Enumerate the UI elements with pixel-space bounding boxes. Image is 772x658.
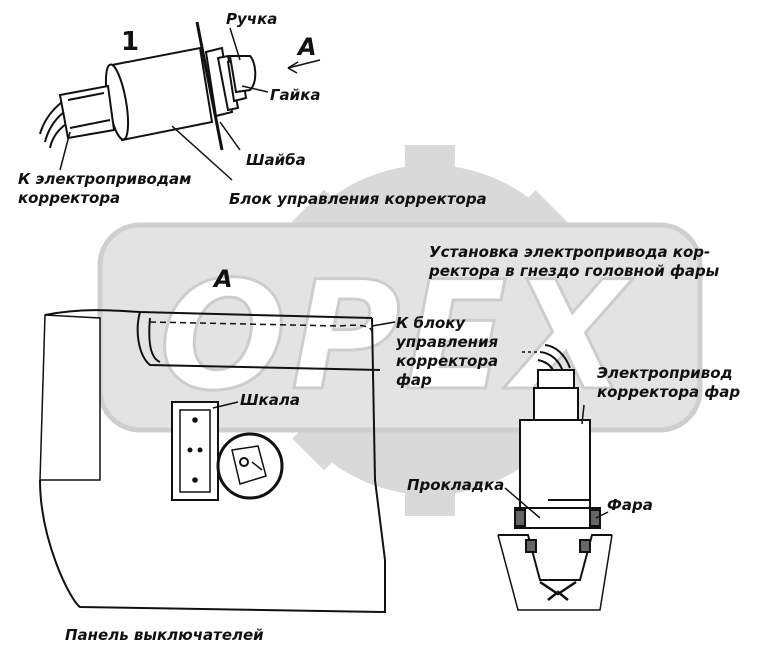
label-handle: Ручка: [226, 10, 278, 28]
control-unit-drawing: [39, 21, 321, 181]
label-to-drives: К электроприводам корректора: [18, 170, 192, 207]
label-headlamp: Фара: [607, 496, 653, 514]
label-to-control-block: К блоку управления корректора фар: [396, 314, 499, 389]
label-switch-panel: Панель выключателей: [65, 626, 264, 644]
part-number: 1: [121, 27, 140, 57]
label-installation-title: Установка электропривода кор- ректора в …: [429, 243, 720, 280]
label-scale: Шкала: [240, 391, 300, 409]
view-mark-panel: A: [214, 265, 233, 293]
label-control-block: Блок управления корректора: [229, 190, 487, 208]
label-washer: Шайба: [246, 151, 306, 169]
view-mark-top: A: [298, 33, 317, 61]
label-gasket: Прокладка: [407, 476, 505, 494]
drive-installation-drawing: [497, 344, 613, 611]
label-nut: Гайка: [270, 86, 321, 104]
label-drive: Электропривод корректора фар: [597, 364, 741, 401]
switch-panel-drawing: [39, 309, 396, 614]
